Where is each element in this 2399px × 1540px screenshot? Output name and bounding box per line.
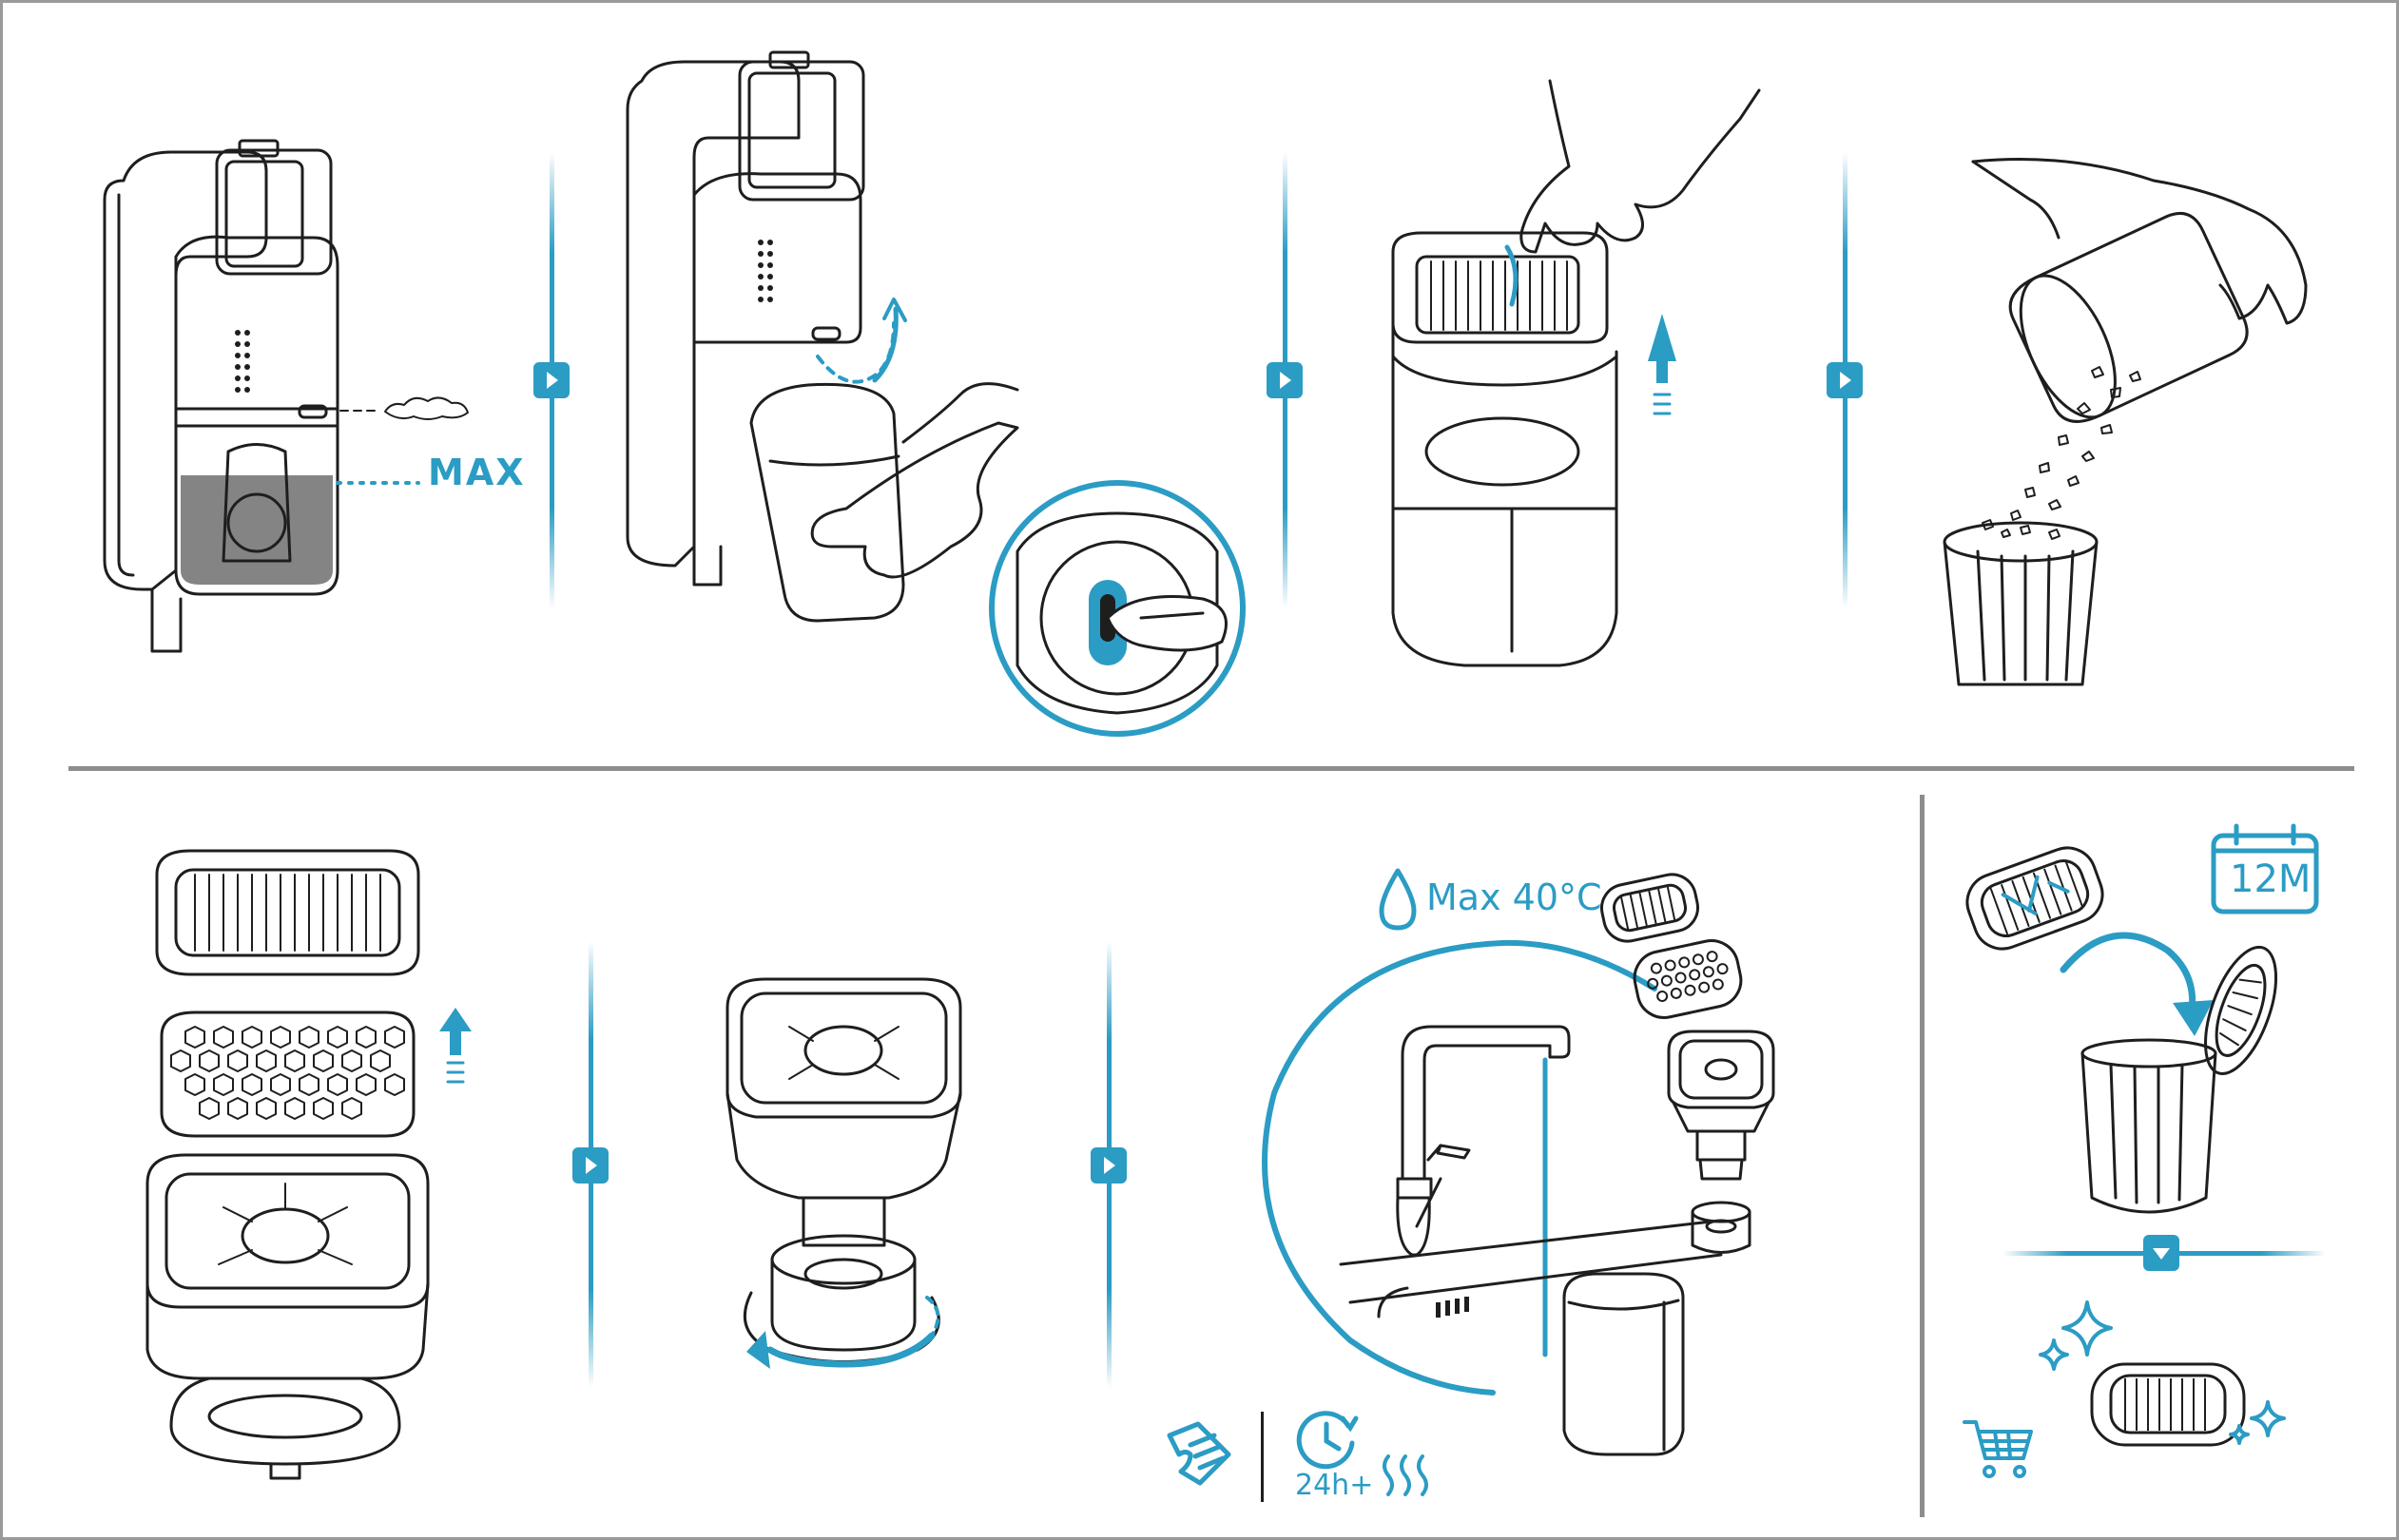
step4-empty-dust-illustration [1943,158,2308,686]
next-step-arrow-icon [1267,362,1303,398]
sparkle-icon [2229,1400,2286,1445]
clock-icon [1296,1411,1359,1470]
new-filter-illustration [2090,1362,2246,1447]
calendar-icon [2211,823,2319,914]
filter-disposal-illustration [1965,846,2278,1214]
next-step-arrow-icon [572,1147,609,1184]
step6-twist-base-illustration [726,977,962,1369]
water-drop-icon [1379,868,1417,931]
next-step-arrow-icon [1827,362,1863,398]
sparkle-icon [2039,1300,2113,1371]
dry-time-label: 24h+ [1295,1469,1374,1502]
step7-wash-illustration [1262,873,1775,1456]
section-divider [1920,795,1925,1517]
icon-separator [1261,1412,1264,1502]
bin-release-button-detail [989,480,1246,737]
next-step-arrow-icon [1091,1147,1127,1184]
max-temperature-label: Max 40°C [1426,876,1602,918]
wipe-hand-icon [1167,1421,1231,1486]
next-step-arrow-icon [533,362,570,398]
max-fill-label: MAX [428,452,526,493]
replace-interval-label: 12M [2230,857,2312,901]
row-divider [68,766,2354,771]
step5-exploded-filter-illustration [145,849,472,1480]
drying-waves-icon [1383,1454,1428,1496]
step3-lift-filter-illustration [1391,79,1761,667]
next-step-arrow-icon [2143,1235,2179,1271]
shopping-cart-icon [1963,1420,2033,1478]
step1-vacuum-illustration [103,139,469,653]
step2-release-bin-illustration [626,50,1019,623]
